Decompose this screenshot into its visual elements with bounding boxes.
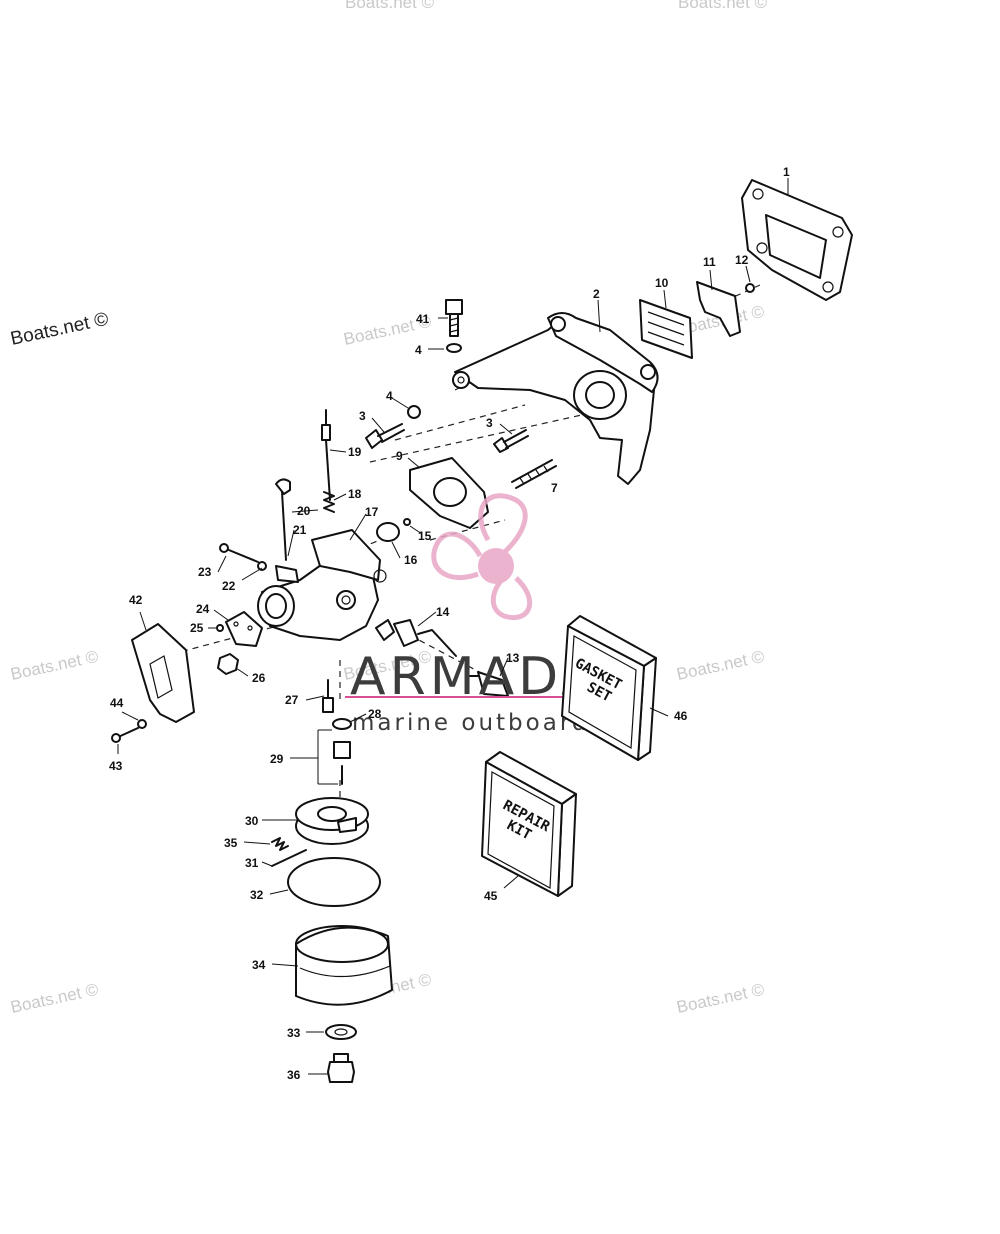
callout-10: 10 xyxy=(655,276,669,290)
stud-part-7 xyxy=(511,459,557,489)
flange-gasket-part-9 xyxy=(409,457,489,529)
plate-part-16 xyxy=(376,522,400,542)
callout-1: 1 xyxy=(783,165,790,179)
drain-plug-part-36 xyxy=(327,1053,355,1083)
callout-24: 24 xyxy=(196,602,210,616)
callout-4: 4 xyxy=(415,343,422,357)
callout-41: 41 xyxy=(416,312,430,326)
gasket-part-1 xyxy=(741,179,853,301)
watermark-layer: Boats.net © Boats.net © Boats.net © Boat… xyxy=(9,0,768,1017)
callout-16: 16 xyxy=(404,553,418,567)
watermark: Boats.net © xyxy=(9,647,101,684)
armada-logo: ARMADA marine outboards xyxy=(345,493,652,736)
gasket-set-box-part-46: GASKET SET xyxy=(561,615,657,761)
watermark: Boats.net © xyxy=(678,0,768,12)
callout-13: 13 xyxy=(506,651,520,665)
callout-35: 35 xyxy=(224,836,238,850)
carburetor-body xyxy=(257,529,387,641)
watermark: Boats.net © xyxy=(675,647,767,684)
washer-part-33 xyxy=(325,1024,357,1040)
callout-numbers: 1 2 3 3 4 4 7 9 10 11 12 13 14 15 16 17 … xyxy=(109,165,790,1082)
leader-lines xyxy=(117,178,789,1075)
callout-32: 32 xyxy=(250,888,264,902)
watermark-main: Boats.net © xyxy=(9,309,111,350)
callout-15: 15 xyxy=(418,529,432,543)
throttle-shaft-part-20 xyxy=(275,478,291,561)
propeller-icon xyxy=(431,493,533,620)
callout-2: 2 xyxy=(593,287,600,301)
callout-28: 28 xyxy=(368,707,382,721)
callout-17: 17 xyxy=(365,505,379,519)
callout-12: 12 xyxy=(735,253,749,267)
callout-31: 31 xyxy=(245,856,259,870)
bracket-part-42 xyxy=(131,623,195,723)
needle-valve-part-14 xyxy=(375,619,457,657)
nut-part-26 xyxy=(217,653,239,675)
screw-part-15 xyxy=(403,518,411,526)
jet-part-27 xyxy=(322,679,334,713)
reed-stop-part-11 xyxy=(696,281,741,337)
watermark: Boats.net © xyxy=(9,980,101,1017)
callout-7: 7 xyxy=(551,481,558,495)
callout-3: 3 xyxy=(359,409,366,423)
callout-4: 4 xyxy=(386,389,393,403)
screw-part-12 xyxy=(745,283,755,293)
bowl-gasket-part-32 xyxy=(287,857,381,907)
watermark: Boats.net © xyxy=(675,980,767,1017)
callout-19: 19 xyxy=(348,445,362,459)
needle-seat-part-29 xyxy=(333,741,351,785)
screw-part-43 xyxy=(111,727,139,743)
manifold-part-2 xyxy=(452,312,659,485)
callout-25: 25 xyxy=(190,621,204,635)
callout-23: 23 xyxy=(198,565,212,579)
washer-part-28 xyxy=(332,718,352,730)
callout-9: 9 xyxy=(396,449,403,463)
callout-42: 42 xyxy=(129,593,143,607)
callout-21: 21 xyxy=(293,523,307,537)
callout-43: 43 xyxy=(109,759,123,773)
washer-part-44 xyxy=(137,719,147,729)
callout-14: 14 xyxy=(436,605,450,619)
callout-11: 11 xyxy=(703,255,716,269)
screw-part-23 xyxy=(219,543,259,563)
reed-plate-part-10 xyxy=(639,299,693,359)
spring-part-18 xyxy=(323,491,335,513)
callout-3: 3 xyxy=(486,416,493,430)
callout-22: 22 xyxy=(222,579,236,593)
cover-part-24 xyxy=(225,611,263,647)
screw-part-25 xyxy=(216,624,224,632)
callout-18: 18 xyxy=(348,487,362,501)
callout-20: 20 xyxy=(297,504,311,518)
callout-27: 27 xyxy=(285,693,299,707)
washer-part-22 xyxy=(257,561,267,571)
brand-tagline: marine outboards xyxy=(352,710,604,736)
callout-44: 44 xyxy=(110,696,124,710)
choke-rod-part-19 xyxy=(321,409,331,501)
watermark: Boats.net © xyxy=(345,0,435,12)
float-bowl-part-34 xyxy=(295,925,393,1006)
callout-33: 33 xyxy=(287,1026,301,1040)
spring-part-35 xyxy=(271,837,289,851)
repair-kit-box-part-45: REPAIR KIT xyxy=(481,751,577,897)
pin-part-31 xyxy=(271,849,307,867)
callout-26: 26 xyxy=(252,671,266,685)
callout-34: 34 xyxy=(252,958,266,972)
callout-46: 46 xyxy=(674,709,688,723)
screw-part-3 xyxy=(365,423,529,453)
callout-30: 30 xyxy=(245,814,259,828)
callout-45: 45 xyxy=(484,889,498,903)
bolt-part-41 xyxy=(445,299,463,337)
washer-part-4 xyxy=(407,343,462,419)
callout-36: 36 xyxy=(287,1068,301,1082)
float-part-30 xyxy=(295,797,369,845)
callout-29: 29 xyxy=(270,752,284,766)
